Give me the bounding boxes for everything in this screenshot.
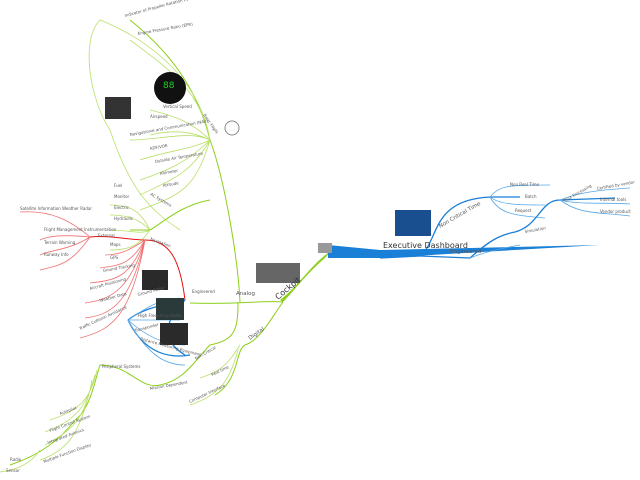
central-branch-blue	[328, 245, 600, 258]
central-branch-green	[280, 250, 332, 302]
node-aircraft-positioning[interactable]: Aircraft Positioning	[89, 276, 127, 291]
node-hydraulic[interactable]: Hydraulic	[114, 216, 133, 221]
node-electric[interactable]: Electric	[114, 205, 129, 210]
node-vertical-speed[interactable]: Vertical Speed	[163, 104, 192, 109]
executive-dashboard-label[interactable]: Executive Dashboard	[383, 241, 468, 250]
node-radio[interactable]: Radio	[10, 457, 22, 462]
node-gps[interactable]: GPS	[110, 255, 119, 260]
node-transponder[interactable]: Transponder	[133, 322, 159, 334]
node-internal-tools[interactable]: Internal tools	[600, 197, 626, 202]
node-hf-radio[interactable]: High Frequency Radio	[138, 313, 182, 318]
dashboard-image	[395, 210, 431, 236]
node-oat[interactable]: Outside Air Temperature	[154, 150, 203, 163]
node-altimeter[interactable]: Altimeter	[159, 168, 178, 176]
node-adf[interactable]: ADF/VOR	[149, 143, 168, 151]
node-satellite[interactable]: Satellite Information Weather Radar	[20, 206, 92, 211]
node-simulation[interactable]: Simulation	[524, 225, 546, 234]
node-non-real-time[interactable]: Non Real Time	[510, 182, 539, 187]
radar-image	[156, 298, 184, 320]
node-vendor-product[interactable]: Vendor product	[600, 209, 631, 214]
node-navigation[interactable]: Navigation	[150, 236, 172, 248]
terrain-image	[160, 323, 188, 345]
node-peripheral[interactable]: Peripheral Systems	[102, 364, 141, 369]
node-attitude[interactable]: Attitude	[162, 180, 179, 188]
node-ground-tracking[interactable]: Ground Tracking	[102, 262, 135, 273]
node-propeller[interactable]: Indicator of Propeller Rotation (rpm)	[124, 0, 195, 18]
map-image	[142, 270, 168, 290]
gauge-image	[154, 72, 186, 104]
cockpit-image	[318, 243, 332, 253]
node-runway[interactable]: Runway Info	[44, 252, 69, 257]
node-maps[interactable]: Maps	[110, 242, 121, 247]
clock-icon	[224, 120, 240, 136]
node-fcs[interactable]: Flight Control System	[49, 413, 91, 432]
node-external[interactable]: External	[98, 233, 115, 238]
node-airspeed[interactable]: Airspeed	[150, 114, 168, 119]
node-real-time[interactable]: Real time	[210, 364, 230, 377]
node-digital[interactable]: Digital	[248, 326, 266, 341]
node-analog[interactable]: Analog	[236, 291, 255, 297]
node-autopilot[interactable]: Autopilot	[59, 405, 78, 416]
instruments-image	[105, 97, 131, 119]
node-epr[interactable]: Engine Pressure Ratio (EPR)	[137, 21, 193, 36]
node-fmi[interactable]: Flight Management Instrumentation	[44, 227, 117, 232]
node-engineered-left[interactable]: Engineered	[192, 289, 215, 294]
node-engineered-right[interactable]: Engineered	[450, 249, 481, 255]
node-monitor[interactable]: Monitor	[114, 194, 130, 199]
node-certified[interactable]: Certified by vendor	[596, 179, 635, 191]
svg-text:88: 88	[163, 81, 175, 91]
panel-image	[256, 263, 300, 283]
node-fuel[interactable]: Fuel	[114, 183, 122, 188]
node-batch[interactable]: Batch	[525, 194, 537, 199]
node-computer-interface[interactable]: Computer Interface	[188, 383, 226, 404]
node-request[interactable]: Request	[515, 208, 532, 213]
node-nav[interactable]: Navigational and Communication (NAV)	[129, 118, 208, 137]
node-terrain[interactable]: Terrain Warning	[43, 240, 76, 245]
node-sensor[interactable]: Sensor	[6, 468, 20, 473]
node-mission-dependent[interactable]: Mission Dependent	[149, 379, 188, 391]
